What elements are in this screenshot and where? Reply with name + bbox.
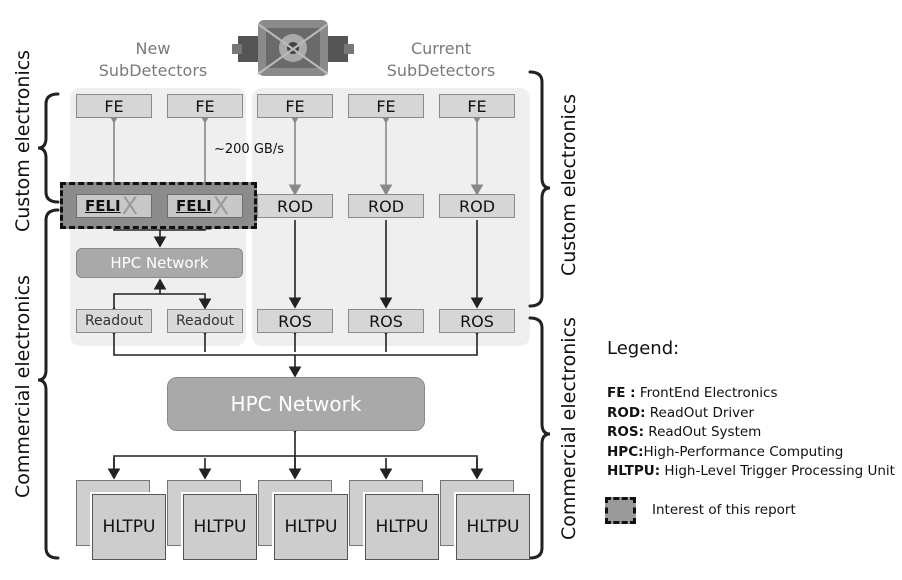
legend-title: Legend: [607,338,680,359]
legend-item: ROD: ReadOut Driver [607,404,897,424]
felix-prefix: FELI [85,197,121,215]
hpc-network-main: HPC Network [167,377,425,431]
legend-list: FE : FrontEnd Electronics ROD: ReadOut D… [607,384,897,482]
readout-box-2: Readout [167,309,243,333]
legend-item: FE : FrontEnd Electronics [607,384,897,404]
felix-x: X [212,192,229,220]
hltpu-box-5: HLTPU [456,494,530,560]
detector-image [228,14,358,80]
fe-box-2: FE [167,94,243,118]
legend-item: HLTPU: High-Level Trigger Processing Uni… [607,462,897,482]
label-left-custom: Custom electronics [12,49,34,232]
legend-interest-label: Interest of this report [652,502,796,518]
legend-key: HLTPU: [607,463,661,479]
legend-value: High-Performance Computing [643,443,844,460]
fe-box-1: FE [76,94,152,118]
legend-value: ReadOut System [644,424,762,440]
bandwidth-label: ~200 GB/s [214,142,284,157]
legend-key: ROS: [607,424,644,440]
fe-box-3: FE [257,94,333,118]
fe-box-4: FE [348,94,424,118]
hpc-network-small: HPC Network [76,248,243,278]
legend-value: ReadOut Driver [645,404,755,421]
hltpu-box-3: HLTPU [274,494,348,560]
hltpu-box-1: HLTPU [92,494,166,560]
current-subdetectors-header: Current SubDetectors [386,39,496,80]
rod-box-3: ROD [439,194,515,218]
readout-box-1: Readout [76,309,152,333]
legend-item: HPC:High-Performance Computing [607,443,897,463]
hltpu-box-4: HLTPU [365,494,439,560]
fe-box-5: FE [439,94,515,118]
legend-value: FrontEnd Electronics [635,385,778,401]
label-right-commercial: Commercial electronics [558,317,580,540]
felix-x: X [121,192,138,220]
hltpu-box-2: HLTPU [183,494,257,560]
legend-interest-swatch [605,497,636,524]
new-subdetectors-header: New SubDetectors [98,39,208,80]
label-right-custom: Custom electronics [558,93,580,276]
legend-key: ROD: [607,404,646,421]
ros-box-2: ROS [348,309,424,333]
legend-key: FE : [607,385,636,401]
ros-box-1: ROS [257,309,333,333]
rod-box-2: ROD [348,194,424,218]
legend-key: HPC: [607,443,644,460]
ros-box-3: ROS [439,309,515,333]
rod-box-1: ROD [257,194,333,218]
legend-item: ROS: ReadOut System [607,423,897,443]
legend-value: High-Level Trigger Processing Unit [660,463,895,479]
label-left-commercial: Commercial electronics [12,275,34,498]
felix-prefix: FELI [176,197,212,215]
